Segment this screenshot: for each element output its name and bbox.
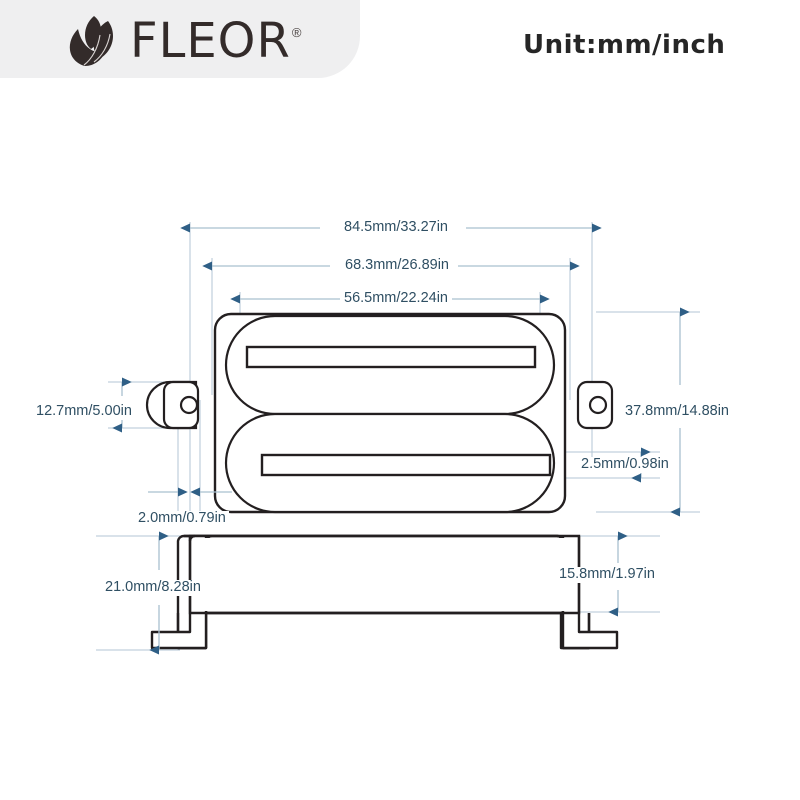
unit-note: Unit:mm/inch xyxy=(523,30,726,60)
left-mounting-hole xyxy=(179,395,199,415)
dim-label-total-height: 21.0mm/8.28in xyxy=(102,579,204,596)
brand-header-panel xyxy=(0,0,360,78)
leaf-icon xyxy=(69,16,113,66)
lower-blade xyxy=(260,453,552,477)
dim-label-mounting-hole-span: 68.3mm/26.89in xyxy=(342,257,452,274)
top-view xyxy=(145,312,614,514)
brand-logo: FLEOR ® xyxy=(64,10,301,72)
right-leg-outline xyxy=(561,536,619,650)
dim-label-overall-depth: 37.8mm/14.88in xyxy=(622,403,732,420)
dim-label-body-height: 15.8mm/1.97in xyxy=(556,566,658,583)
registered-trademark-icon: ® xyxy=(291,25,302,40)
dim-label-ear-offset: 2.5mm/0.98in xyxy=(578,456,672,473)
dim-label-body-width: 56.5mm/22.24in xyxy=(341,290,451,307)
dim-label-hole-diameter: 2.0mm/0.79in xyxy=(135,510,229,527)
right-mounting-hole xyxy=(588,395,608,415)
dimension-lines xyxy=(112,223,690,655)
left-leg-outline xyxy=(150,536,208,650)
right-leg-fill xyxy=(563,536,617,648)
brand-name: FLEOR xyxy=(130,13,291,69)
upper-blade xyxy=(245,345,537,369)
dim-label-overall-width: 84.5mm/33.27in xyxy=(341,219,451,236)
side-view xyxy=(150,534,619,650)
dim-label-ear-height: 12.7mm/5.00in xyxy=(33,403,135,420)
side-inner-fill xyxy=(192,538,567,611)
